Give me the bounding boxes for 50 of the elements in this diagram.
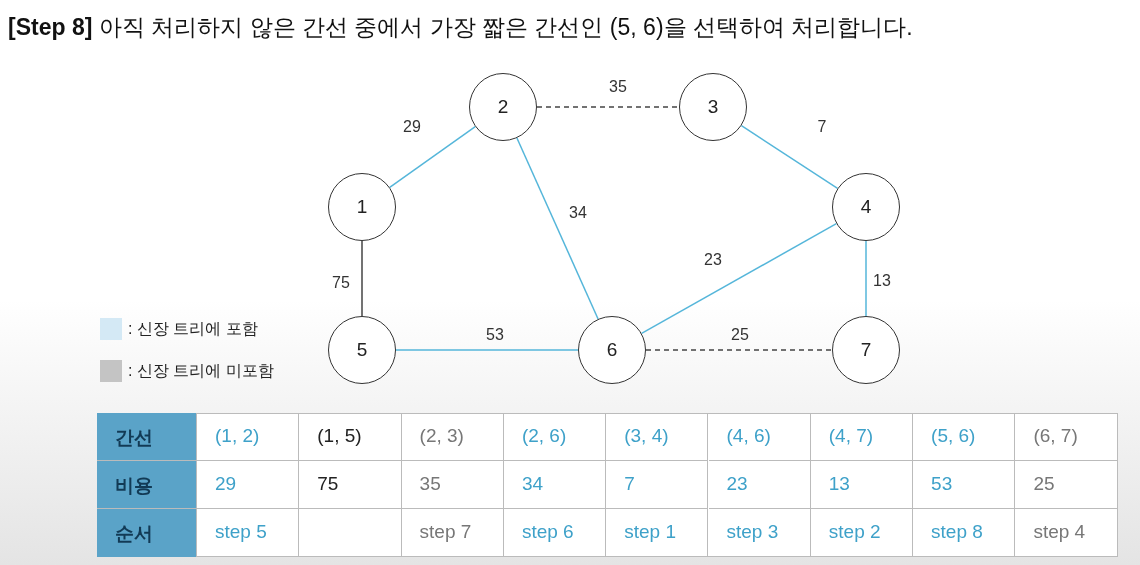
node-circle: 6 [578, 316, 646, 384]
edge-line [361, 240, 363, 317]
table-cell-text: step 3 [726, 521, 779, 543]
node-circle: 3 [679, 73, 747, 141]
row-header: 비용 [115, 474, 153, 498]
table-cell-text: (1, 5) [317, 425, 362, 447]
title: [Step 8] 아직 처리하지 않은 간선 중에서 가장 짧은 간선인 (5, 6)을 선택하여 처리합니다. [8, 13, 913, 42]
table-cell-text: 23 [726, 473, 748, 495]
table-cell-text: 13 [828, 473, 850, 495]
table-cell-text: 7 [624, 473, 635, 495]
row-header: 순서 [115, 522, 153, 546]
node-circle: 7 [832, 316, 900, 384]
table-cell-text: (2, 3) [419, 425, 464, 447]
legend-text: : 신장 트리에 포함 [128, 319, 258, 339]
node-circle: 4 [832, 173, 900, 241]
table-cell-text: (4, 6) [726, 425, 771, 447]
node-circle: 5 [328, 316, 396, 384]
table-cell-text: (4, 7) [828, 425, 874, 447]
table-cell-text: 25 [1033, 473, 1055, 495]
table-cell-text: step 6 [521, 521, 574, 543]
table-cell-text: 34 [521, 473, 544, 495]
table-cell-text: (3, 4) [624, 425, 669, 447]
edge-label: 53 [485, 326, 505, 344]
edge-label: 25 [730, 326, 750, 344]
edge-line [389, 125, 476, 189]
edge-line [640, 222, 838, 335]
table-cell-text: step 1 [624, 521, 676, 543]
table-cell-text: step 2 [828, 521, 881, 543]
table-cell-text: 29 [215, 473, 237, 495]
node-circle: 2 [469, 73, 537, 141]
table-cell-text: 35 [419, 473, 441, 495]
table-cell-text: step 7 [419, 521, 472, 543]
table-cell-text: 75 [317, 473, 339, 495]
edge-line [395, 349, 579, 351]
table-cell-text: (1, 2) [215, 425, 260, 447]
table-cell-text: 53 [931, 473, 953, 495]
legend-text: : 신장 트리에 미포함 [128, 361, 274, 381]
edge-line [865, 240, 867, 317]
table-cell-text: step 8 [931, 521, 983, 543]
dashed-edge-line [536, 106, 680, 108]
table-cell-text: (2, 6) [521, 425, 567, 447]
table-cell-text: step 4 [1033, 521, 1086, 543]
edge-line [516, 137, 599, 320]
table-cell-text: (5, 6) [931, 425, 976, 447]
node-circle: 1 [328, 173, 396, 241]
table-cell-text: step 5 [215, 521, 267, 543]
dashed-edge-line [645, 349, 833, 351]
edge-line [740, 124, 839, 190]
row-header: 간선 [115, 426, 153, 450]
table-cell-text: (6, 7) [1033, 425, 1078, 447]
